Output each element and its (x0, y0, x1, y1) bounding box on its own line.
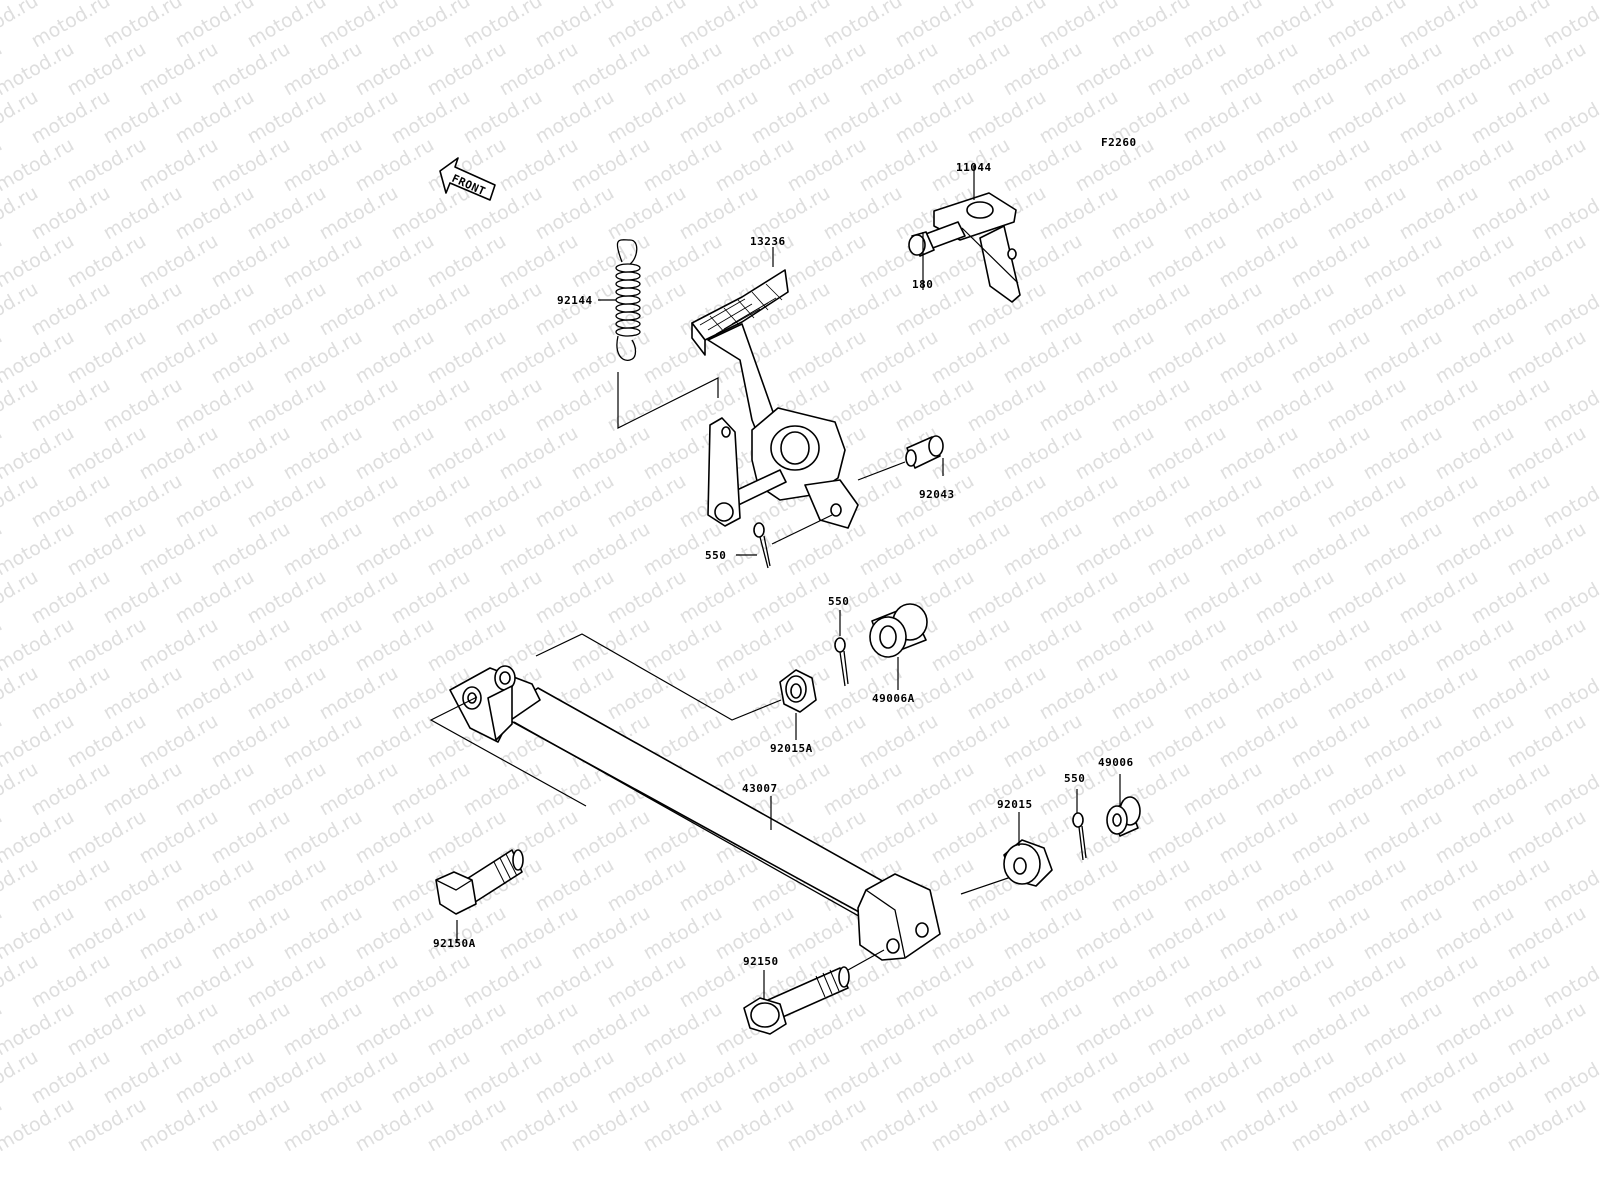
guide-92043 (857, 461, 906, 481)
part-550-cotter-pin-upper[interactable] (753, 522, 771, 569)
guide-550-upper (771, 514, 833, 545)
label-550-lower: 550 (1064, 772, 1085, 785)
guide-92015 (960, 875, 1015, 895)
label-13236: 13236 (750, 235, 786, 248)
label-92015: 92015 (997, 798, 1033, 811)
front-arrow-icon: FRONT (439, 157, 496, 201)
label-92144: 92144 (557, 294, 593, 307)
label-92150: 92150 (743, 955, 779, 968)
part-43007-rod[interactable] (449, 665, 941, 961)
figure-code: F2260 (1101, 136, 1137, 149)
part-92015-nut[interactable] (1003, 839, 1053, 887)
guide-180 (961, 227, 1019, 284)
label-92015A: 92015A (770, 742, 813, 755)
label-49006: 49006 (1098, 756, 1134, 769)
label-180: 180 (912, 278, 933, 291)
label-92043: 92043 (919, 488, 955, 501)
part-550-cotter-pin-lower[interactable] (1072, 812, 1087, 861)
guide-92015A (535, 633, 782, 721)
guide-92144 (617, 372, 719, 429)
guide-43007 (429, 696, 587, 807)
part-92043-pin[interactable] (905, 435, 944, 469)
part-92015A-nut[interactable] (779, 669, 817, 713)
label-11044: 11044 (956, 161, 992, 174)
part-11044-bracket[interactable] (933, 192, 1021, 303)
label-92150A: 92150A (433, 937, 476, 950)
label-49006A: 49006A (872, 692, 915, 705)
part-49006-bushing[interactable] (1106, 796, 1141, 837)
part-92144-spring[interactable] (615, 239, 641, 361)
label-550-middle: 550 (828, 595, 849, 608)
guide-92150 (847, 949, 885, 971)
part-92150-bolt[interactable] (743, 966, 850, 1035)
label-43007: 43007 (742, 782, 778, 795)
part-92150A-bolt[interactable] (435, 849, 524, 915)
part-550-cotter-pin-middle[interactable] (834, 637, 849, 687)
part-13236-brake-pedal[interactable] (691, 269, 859, 529)
label-550-upper: 550 (705, 549, 726, 562)
part-49006A-bushing[interactable] (869, 603, 928, 658)
